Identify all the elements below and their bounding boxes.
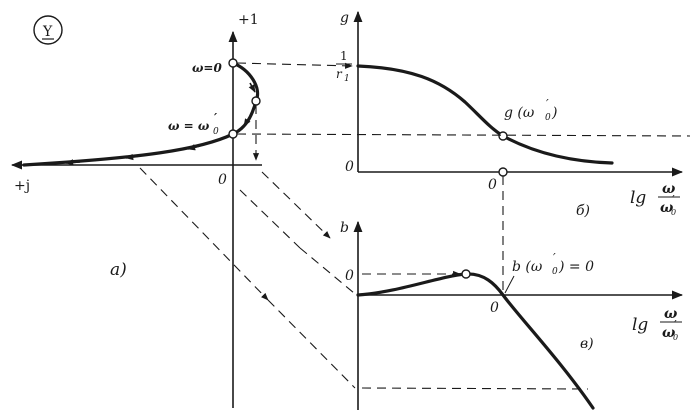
b-max-point [461, 269, 471, 279]
panel-c-label: в) [580, 336, 594, 352]
svg-text:ω: ω [662, 325, 676, 341]
g-x-point [498, 167, 508, 177]
axis-up-label: +1 [238, 12, 259, 28]
svg-text:′: ′ [674, 318, 677, 332]
b-x-zero: 0 [490, 300, 499, 316]
svg-text:r: r [336, 67, 343, 81]
admittance-symbol: Y [33, 15, 63, 45]
g-max-label: 1 r 1 [336, 49, 352, 84]
svg-text:′: ′ [672, 193, 675, 207]
projection-lines [139, 62, 691, 390]
svg-text:0: 0 [671, 208, 676, 217]
point-max-b [251, 96, 261, 106]
panel-a: +1 +j 0 a) ω=0 ω = ω ′ 0 [10, 12, 262, 408]
b-point-label: b (ω ′ 0 ) = 0 [512, 251, 594, 277]
b-axis-label: b [340, 220, 349, 236]
curve-arrow-5 [65, 159, 81, 166]
svg-text:1: 1 [340, 49, 348, 63]
axis-left-label: +j [14, 178, 30, 194]
svg-text:b (ω: b (ω [512, 259, 543, 275]
svg-text:0: 0 [213, 127, 219, 137]
g-curve [356, 64, 614, 165]
proj-diag-2 [139, 167, 269, 301]
proj-diag-1c [299, 247, 355, 294]
proj-g-prime [236, 133, 691, 137]
svg-text:0: 0 [552, 267, 558, 277]
omega-prime-label: ω = ω ′ 0 [168, 111, 219, 137]
svg-text:1: 1 [344, 74, 350, 84]
g-point-label: g (ω ′ 0 ) [504, 97, 557, 123]
panel-b-label: б) [576, 203, 590, 219]
svg-text:ω: ω [662, 181, 676, 197]
g-x-axis-label: lg ω ω ′ 0 [630, 181, 680, 217]
proj-bottom [361, 387, 589, 390]
g-axis-label: g [340, 10, 349, 26]
svg-text:ω: ω [660, 200, 674, 216]
svg-text:′: ′ [553, 251, 556, 265]
origin-label: 0 [218, 172, 227, 188]
svg-text:ω = ω: ω = ω [168, 119, 210, 133]
svg-text:′: ′ [546, 97, 549, 111]
g-y-zero: 0 [345, 159, 354, 175]
svg-text:g (ω: g (ω [504, 105, 535, 121]
symbol-text: Y [42, 24, 53, 40]
panel-b: g 1 r 1 0 0 g (ω ′ 0 ) б) lg ω ω ′ 0 [336, 10, 684, 219]
curve-arrow-1 [248, 82, 256, 93]
svg-text:ω: ω [664, 306, 678, 322]
b-curve [356, 272, 595, 410]
panel-a-label: a) [110, 260, 127, 280]
point-omega-prime [228, 129, 238, 139]
omega-zero-label: ω=0 [192, 61, 222, 75]
point-omega-zero [228, 58, 238, 68]
b-y-zero: 0 [345, 268, 354, 284]
svg-text:′: ′ [214, 111, 218, 125]
hodograph-curve [22, 61, 260, 167]
curve-arrow-2 [243, 117, 251, 127]
svg-text:0: 0 [673, 333, 678, 342]
curve-arrow-4 [125, 153, 141, 161]
c-x-axis-label: lg ω ω ′ 0 [632, 306, 682, 342]
g-x-zero: 0 [488, 177, 497, 193]
panel-c: b 0 0 b (ω ′ 0 ) = 0 в) lg ω ω ′ 0 [340, 220, 684, 410]
svg-text:lg: lg [630, 188, 646, 208]
proj-diag-1b [239, 189, 301, 249]
proj-diag-2b [267, 299, 356, 389]
proj-g-max [236, 62, 353, 69]
svg-text:lg: lg [632, 315, 648, 335]
svg-text:): ) [551, 105, 557, 121]
svg-text:0: 0 [545, 113, 551, 123]
g-point [498, 131, 508, 141]
curve-arrow-3 [187, 144, 201, 151]
proj-diag-1 [261, 171, 331, 239]
svg-text:) = 0: ) = 0 [558, 259, 594, 275]
